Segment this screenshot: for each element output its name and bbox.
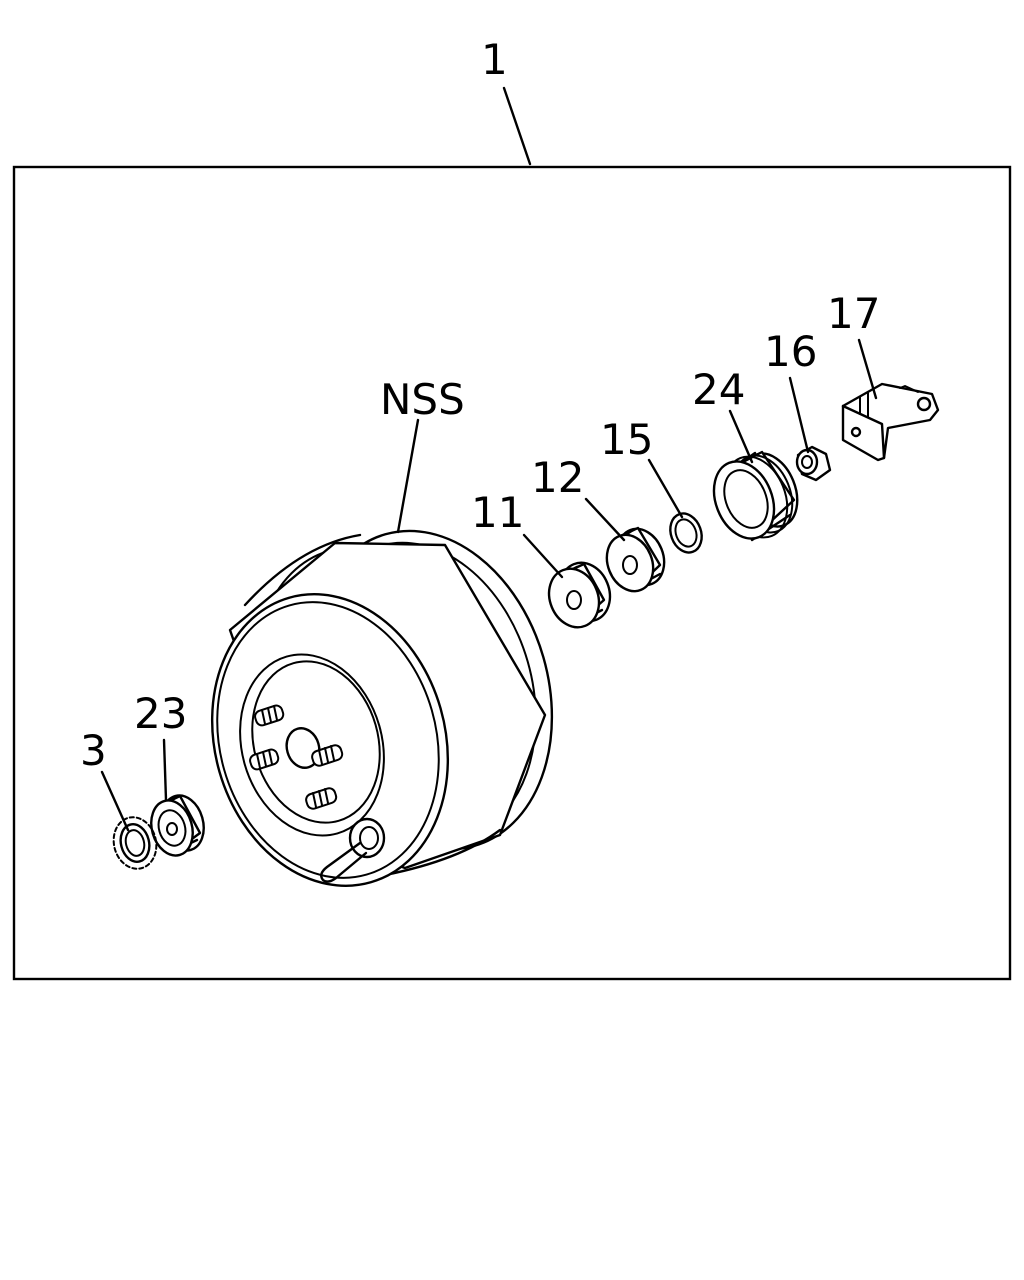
part-17-clevis (841, 382, 940, 462)
callout-24: 24 (692, 365, 745, 414)
callout-3: 3 (80, 726, 107, 775)
callout-11: 11 (471, 488, 524, 537)
callout-1: 1 (481, 35, 508, 84)
callout-12: 12 (531, 453, 584, 502)
part-12-spacer (605, 526, 666, 593)
part-3-lock-washer (112, 816, 158, 870)
callout-23: 23 (134, 689, 187, 738)
assembly-frame (12, 165, 1012, 981)
part-16-nut (795, 445, 832, 482)
leader-lines (100, 86, 878, 832)
callout-17: 17 (827, 289, 880, 338)
callout-16: 16 (764, 327, 817, 376)
part-24-boot (712, 450, 799, 542)
part-23-seal (150, 794, 205, 857)
callout-nss: NSS (380, 375, 465, 424)
callout-15: 15 (600, 415, 653, 464)
brake-booster-body (210, 529, 554, 887)
part-15-o-ring (669, 512, 703, 554)
part-11-spacer (547, 561, 612, 629)
